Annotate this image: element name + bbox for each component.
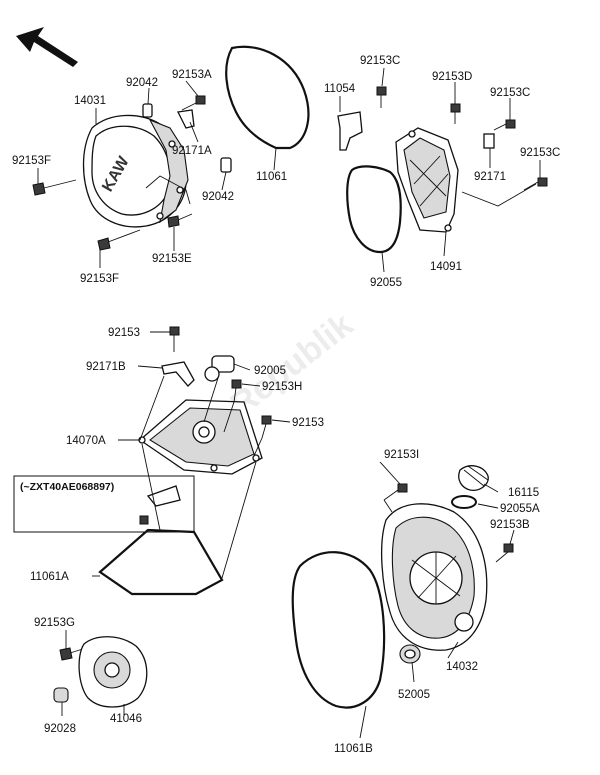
callout-92153A: 92153A bbox=[172, 69, 212, 81]
part-bolt-92153D bbox=[450, 103, 461, 124]
callout-92153H: 92153H bbox=[262, 381, 302, 393]
callout-92153G: 92153G bbox=[34, 617, 75, 629]
callout-92153: 92153 bbox=[108, 327, 140, 339]
variant-note-label: (~ZXT40AE068897) bbox=[20, 481, 114, 493]
part-clamp-92171A bbox=[177, 109, 195, 129]
callout-92005: 92005 bbox=[254, 365, 286, 377]
callout-92171: 92171 bbox=[474, 171, 506, 183]
part-clamp-92171 bbox=[483, 133, 495, 149]
part-bolt-92153I bbox=[383, 483, 408, 501]
part-bolt-92153A bbox=[181, 95, 206, 111]
part-gasket-11061 bbox=[225, 45, 310, 150]
part-fitting-92005 bbox=[204, 355, 235, 382]
part-bolt-92153C-right bbox=[523, 177, 548, 191]
callout-92153-b: 92153 bbox=[292, 417, 324, 429]
callout-11054: 11054 bbox=[324, 83, 356, 95]
callout-11061B: 11061B bbox=[334, 743, 373, 755]
part-bolt-92153-top bbox=[169, 326, 180, 352]
callout-52005: 52005 bbox=[398, 689, 430, 701]
callout-14070A: 14070A bbox=[66, 435, 106, 447]
part-clamp-92171B bbox=[161, 361, 195, 387]
part-bolt-92153F-bottom bbox=[97, 229, 141, 251]
part-bracket-11054 bbox=[337, 111, 363, 151]
part-gasket-11061A bbox=[98, 528, 224, 596]
callout-92055A: 92055A bbox=[500, 503, 540, 515]
part-bolt-92153C-mid bbox=[493, 119, 516, 131]
callout-92153I: 92153I bbox=[384, 449, 419, 461]
callout-92153B: 92153B bbox=[490, 519, 530, 531]
part-cap-16115 bbox=[458, 465, 489, 491]
part-dowel-92042-b bbox=[220, 157, 232, 173]
callout-92153C-c: 92153C bbox=[520, 147, 560, 159]
part-14032-cover bbox=[380, 503, 488, 651]
part-bolt-92153E bbox=[167, 213, 193, 228]
callout-92042: 92042 bbox=[126, 77, 158, 89]
part-bolt-92153B bbox=[495, 543, 514, 563]
callout-92028: 92028 bbox=[44, 723, 76, 735]
callout-14032: 14032 bbox=[446, 661, 478, 673]
callout-92153C-a: 92153C bbox=[360, 55, 400, 67]
part-14091-cover bbox=[395, 127, 459, 233]
callout-92171B: 92171B bbox=[86, 361, 126, 373]
callout-92055: 92055 bbox=[370, 277, 402, 289]
part-seal-52005 bbox=[399, 644, 421, 664]
part-gasket-92055 bbox=[346, 165, 402, 254]
callout-92153D: 92153D bbox=[432, 71, 472, 83]
callout-41046: 41046 bbox=[110, 713, 142, 725]
callout-14091: 14091 bbox=[430, 261, 462, 273]
part-dowel-92042 bbox=[142, 103, 153, 118]
part-gasket-11061B bbox=[291, 551, 386, 709]
callout-92153F: 92153F bbox=[12, 155, 51, 167]
callout-92042-b: 92042 bbox=[202, 191, 234, 203]
part-bolt-92153C-top bbox=[376, 86, 387, 108]
callout-92171A: 92171A bbox=[172, 145, 212, 157]
callout-11061A: 11061A bbox=[30, 571, 69, 583]
part-oring-92055A bbox=[451, 495, 477, 509]
part-41046-cover bbox=[78, 636, 148, 708]
part-14031-cover: KAW bbox=[82, 114, 189, 228]
variant-note-box: (~ZXT40AE068897) bbox=[13, 475, 195, 533]
callout-92153F-b: 92153F bbox=[80, 273, 119, 285]
part-dowel-92028 bbox=[53, 687, 69, 703]
callout-labels: 14031 92042 92153A 92153F 92171A 92042 1… bbox=[12, 55, 560, 755]
part-bolt-92153-right bbox=[261, 415, 272, 439]
callout-11061: 11061 bbox=[256, 171, 287, 183]
callout-92153E: 92153E bbox=[152, 253, 192, 265]
callout-92153C-b: 92153C bbox=[490, 87, 530, 99]
callout-16115: 16115 bbox=[508, 487, 539, 499]
part-bolt-92153F-left bbox=[32, 179, 77, 196]
part-bolt-92153H bbox=[231, 379, 242, 403]
part-14070A-cover bbox=[138, 399, 263, 475]
orientation-arrow-icon bbox=[16, 27, 78, 67]
callout-14031: 14031 bbox=[74, 95, 106, 107]
